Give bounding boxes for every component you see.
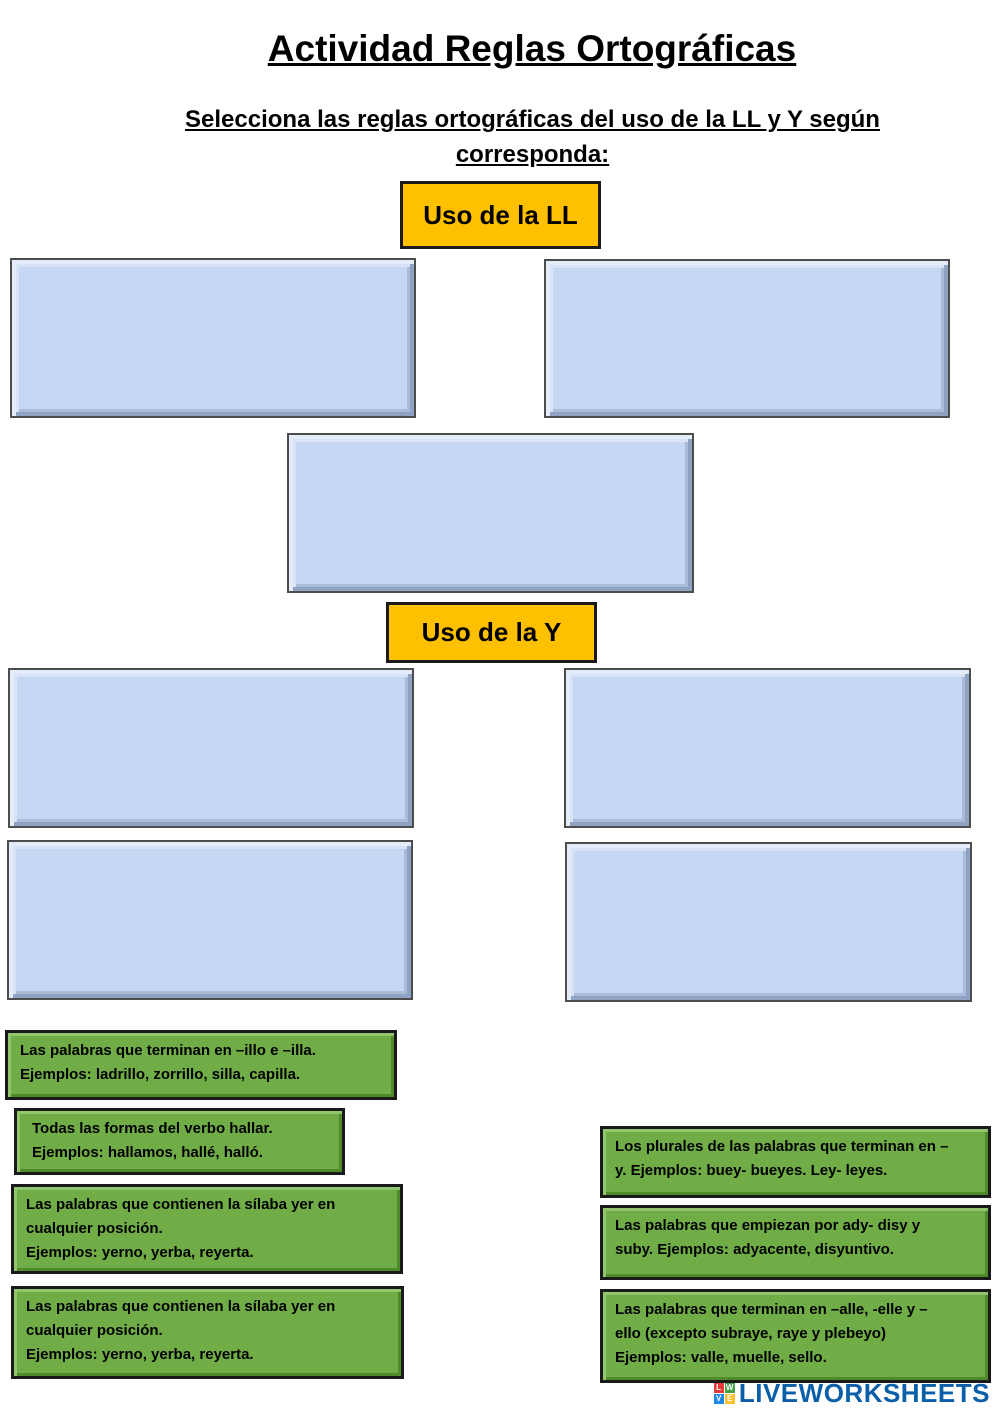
logo-icon-letter: W (724, 1383, 735, 1393)
rule-card-silaba-yer-1[interactable]: Las palabras que contienen la sílaba yer… (11, 1184, 403, 1274)
y-drop-zone-4[interactable] (565, 842, 972, 1002)
rule-card-silaba-yer-2[interactable]: Las palabras que contienen la sílaba yer… (11, 1286, 404, 1379)
rule-card-plurales-y[interactable]: Los plurales de las palabras que termina… (600, 1126, 991, 1198)
ll-drop-zone-3[interactable] (287, 433, 694, 593)
liveworksheets-logo: L W V E LIVEWORKSHEETS (713, 1378, 990, 1409)
page-title: Actividad Reglas Ortográficas (267, 28, 797, 69)
y-section-header: Uso de la Y (386, 602, 597, 663)
ll-drop-zone-2[interactable] (544, 259, 950, 418)
rule-card-illo-illa[interactable]: Las palabras que terminan en –illo e –il… (5, 1030, 397, 1100)
ll-drop-zone-1[interactable] (10, 258, 416, 418)
liveworksheets-logo-icon: L W V E (713, 1383, 735, 1404)
logo-icon-letter: E (724, 1394, 735, 1404)
y-drop-zone-2[interactable] (564, 668, 971, 828)
rule-card-verbo-hallar[interactable]: Todas las formas del verbo hallar. Ejemp… (14, 1108, 345, 1175)
logo-text: LIVEWORKSHEETS (738, 1378, 990, 1408)
y-drop-zone-1[interactable] (8, 668, 414, 828)
logo-icon-letter: V (713, 1394, 724, 1404)
y-drop-zone-3[interactable] (7, 840, 413, 1000)
ll-section-header: Uso de la LL (400, 181, 601, 249)
rule-card-ady-disy-suby[interactable]: Las palabras que empiezan por ady- disy … (600, 1205, 991, 1280)
instruction-text: Selecciona las reglas ortográficas del u… (185, 106, 880, 168)
rule-card-alle-elle-ello[interactable]: Las palabras que terminan en –alle, -ell… (600, 1289, 991, 1383)
logo-icon-letter: L (713, 1383, 724, 1393)
